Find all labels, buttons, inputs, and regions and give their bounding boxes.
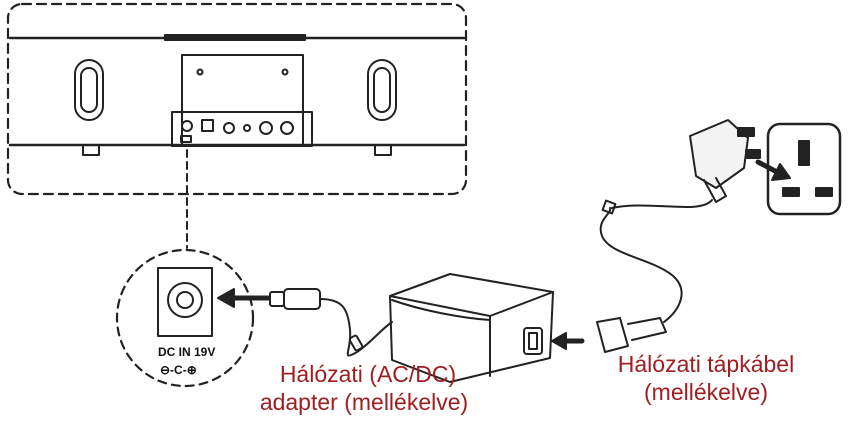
ac-dc-adapter: [389, 273, 554, 383]
dc-in-zoom: [115, 248, 255, 388]
mains-connector-arrow: [551, 332, 585, 350]
dc-plug-cable: [269, 288, 393, 357]
polarity-symbol: ⊖-C-⊕: [160, 363, 197, 377]
cable-label-line2: (mellékelve): [644, 379, 768, 405]
soundbar-rear-view: [6, 2, 468, 196]
mains-plug: [689, 119, 761, 203]
plug-to-socket-arrow: [755, 159, 791, 181]
cable-label-line1: Hálózati tápkábel: [617, 351, 795, 377]
mains-cable: [596, 199, 713, 353]
adapter-label-line1: Hálózati (AC/DC): [279, 361, 457, 387]
dc-in-label: DC IN 19V: [158, 345, 216, 359]
adapter-label-line2: adapter (mellékelve): [259, 389, 469, 415]
wall-socket: [766, 122, 842, 216]
dc-plug-arrow: [217, 288, 271, 308]
